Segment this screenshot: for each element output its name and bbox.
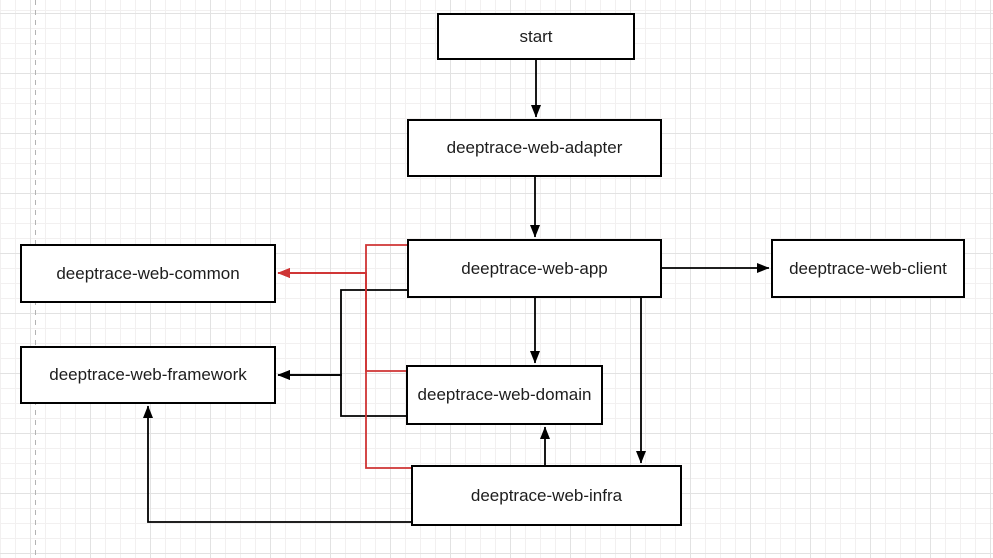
node-common[interactable]: deeptrace-web-common <box>20 244 276 303</box>
edge-domain-to-framework[interactable] <box>277 370 406 417</box>
edge-infra-to-common[interactable] <box>277 268 411 469</box>
edge-infra-to-framework[interactable] <box>143 405 411 523</box>
node-client[interactable]: deeptrace-web-client <box>771 239 965 298</box>
edge-domain-to-common[interactable] <box>277 268 406 372</box>
edge-app-to-common[interactable] <box>277 244 407 278</box>
node-label: deeptrace-web-domain <box>417 385 592 404</box>
node-adapter[interactable]: deeptrace-web-adapter <box>407 119 662 177</box>
node-label: deeptrace-web-framework <box>49 365 247 384</box>
edges-group <box>143 60 770 523</box>
node-label: start <box>519 26 553 46</box>
node-app[interactable]: deeptrace-web-app <box>407 239 662 298</box>
node-label: deeptrace-web-adapter <box>446 138 623 157</box>
node-label: deeptrace-web-app <box>461 258 608 278</box>
node-label: deeptrace-web-infra <box>470 485 623 505</box>
node-domain[interactable]: deeptrace-web-domain <box>406 365 603 425</box>
node-label: deeptrace-web-client <box>789 258 947 278</box>
node-infra[interactable]: deeptrace-web-infra <box>411 465 682 526</box>
node-start[interactable]: start <box>437 13 635 60</box>
edge-app-to-framework[interactable] <box>277 289 407 380</box>
node-label: deeptrace-web-common <box>56 263 240 283</box>
node-framework[interactable]: deeptrace-web-framework <box>20 346 276 404</box>
